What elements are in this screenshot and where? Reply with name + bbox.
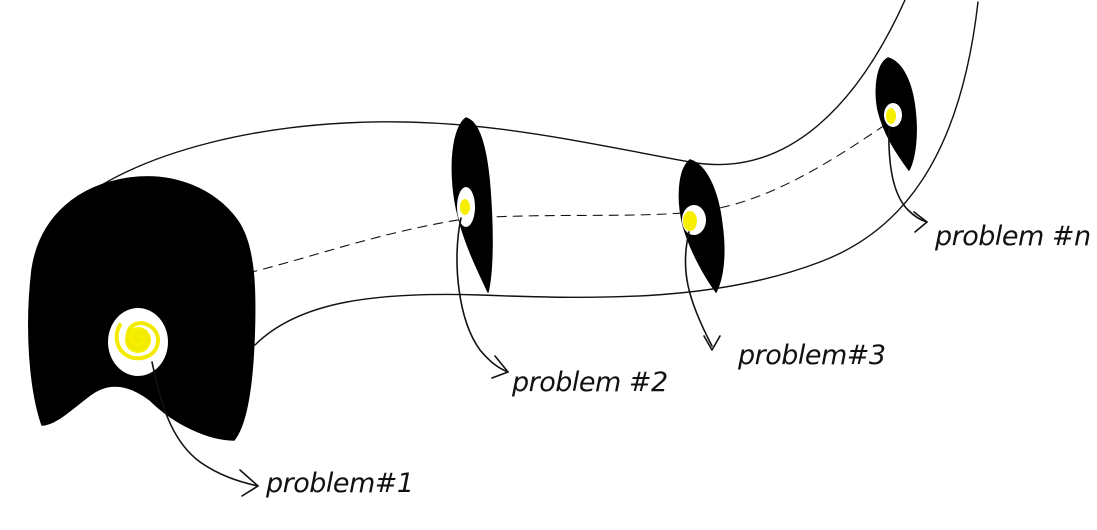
label-problem-2: problem #2 — [511, 367, 668, 398]
opening-3 — [678, 159, 725, 293]
opening-n — [875, 57, 917, 171]
pointer-1-arrowhead — [239, 469, 259, 497]
label-problem-n: problem #n — [934, 221, 1091, 252]
pointer-3-arrowhead — [703, 335, 721, 351]
label-problem-1: problem#1 — [265, 468, 414, 499]
opening-3-core — [683, 211, 697, 231]
opening-1 — [28, 176, 256, 441]
opening-n-core — [886, 108, 896, 124]
opening-2-core — [460, 199, 470, 215]
pointer-2-line — [456, 217, 509, 373]
pointer-2-arrowhead — [491, 355, 509, 379]
label-problem-3: problem#3 — [737, 340, 886, 371]
pointer-3 — [684, 231, 721, 351]
tube-upper-edge — [99, 0, 906, 187]
pointer-1-line — [151, 361, 259, 487]
pointer-3-line — [684, 231, 713, 347]
opening-1-spiral — [114, 321, 161, 361]
tube-lower-edge — [254, 1, 979, 346]
pointer-2 — [456, 217, 509, 379]
pointer-n-line — [888, 127, 928, 223]
pointer-n-arrowhead — [913, 211, 928, 233]
pointer-1 — [151, 361, 259, 497]
pointer-n — [888, 127, 928, 233]
opening-2 — [451, 117, 493, 293]
tube-axis — [247, 117, 896, 274]
